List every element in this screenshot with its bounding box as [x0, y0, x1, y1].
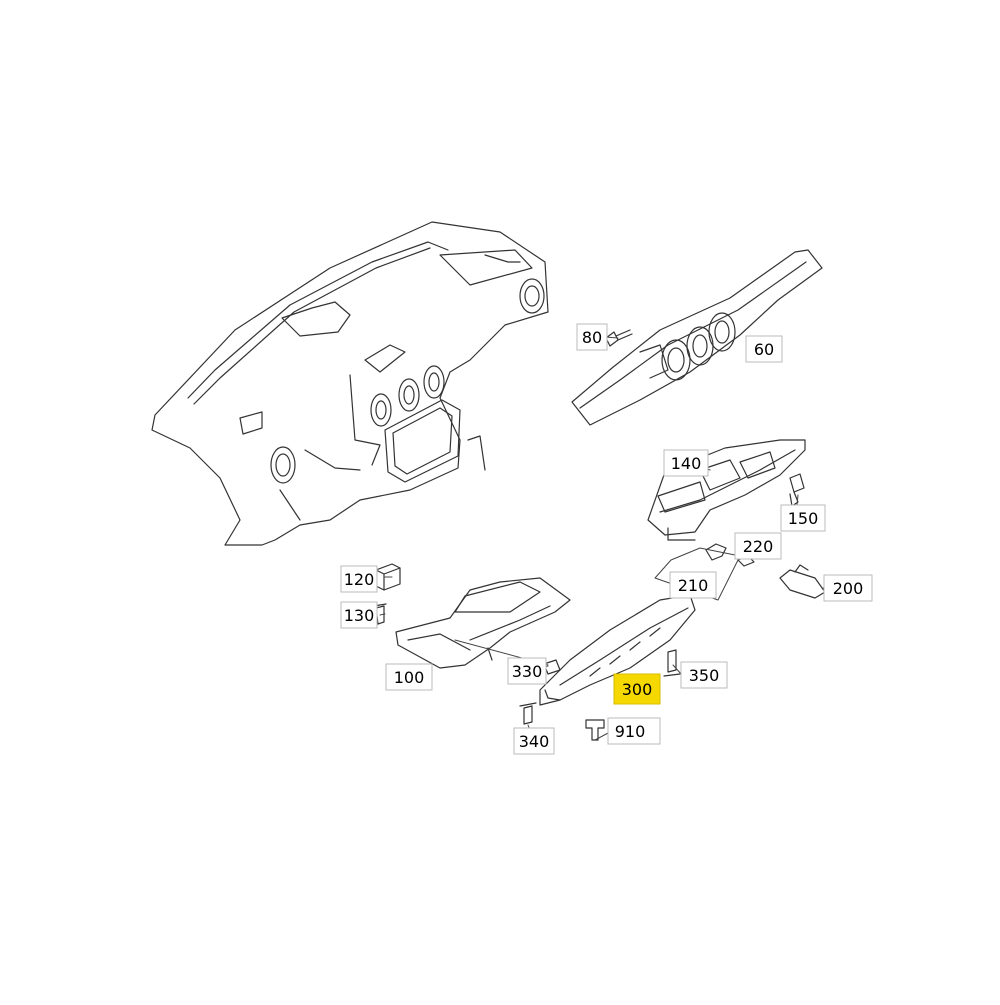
- callout-220-text: 220: [743, 537, 774, 556]
- callout-140[interactable]: 140: [663, 449, 709, 477]
- callout-200-text: 200: [833, 579, 864, 598]
- callout-120-text: 120: [344, 570, 375, 589]
- screw-350-part: [663, 649, 681, 677]
- callout-300[interactable]: 300: [613, 673, 661, 705]
- callout-60-text: 60: [754, 340, 774, 359]
- callout-210[interactable]: 210: [669, 571, 717, 599]
- callout-220[interactable]: 220: [734, 532, 782, 560]
- callout-200[interactable]: 200: [823, 574, 873, 602]
- clip-80-part: [605, 329, 633, 347]
- callout-340[interactable]: 340: [513, 727, 555, 755]
- clip-910-part: [585, 719, 605, 741]
- callout-300-highlight: [613, 673, 661, 705]
- screw-340-part: [519, 702, 537, 725]
- callout-210-text: 210: [678, 576, 709, 595]
- callout-100-text: 100: [394, 668, 425, 687]
- callout-350[interactable]: 350: [680, 661, 728, 689]
- dashboard-assembly: [151, 221, 549, 546]
- callout-330-text: 330: [512, 662, 543, 681]
- callout-140-text: 140: [671, 454, 702, 473]
- callout-340-text: 340: [519, 732, 550, 751]
- callout-80[interactable]: 80: [576, 323, 608, 351]
- callout-60[interactable]: 60: [745, 335, 783, 363]
- callout-910[interactable]: 910: [607, 717, 661, 745]
- callout-120[interactable]: 120: [340, 565, 378, 593]
- callout-300-text: 300: [622, 680, 653, 699]
- panel-300-part: [539, 594, 696, 706]
- clip-330-part: [543, 659, 561, 675]
- console-bracket-100-part: [395, 577, 571, 669]
- trim-strip-part: [571, 249, 823, 426]
- callout-130-text: 130: [344, 606, 375, 625]
- callout-150[interactable]: 150: [780, 504, 826, 532]
- callout-130[interactable]: 130: [340, 601, 378, 629]
- connector-210-part: [705, 543, 727, 561]
- callout-100[interactable]: 100: [385, 663, 433, 691]
- callout-330[interactable]: 330: [507, 657, 547, 685]
- bracket-200-part: [779, 564, 826, 599]
- callout-910-text: 910: [615, 722, 646, 741]
- tray-140-part: [647, 439, 806, 541]
- callout-80-text: 80: [582, 328, 602, 347]
- clip-150-part: [789, 473, 805, 507]
- callout-150-text: 150: [788, 509, 819, 528]
- callout-350-text: 350: [689, 666, 720, 685]
